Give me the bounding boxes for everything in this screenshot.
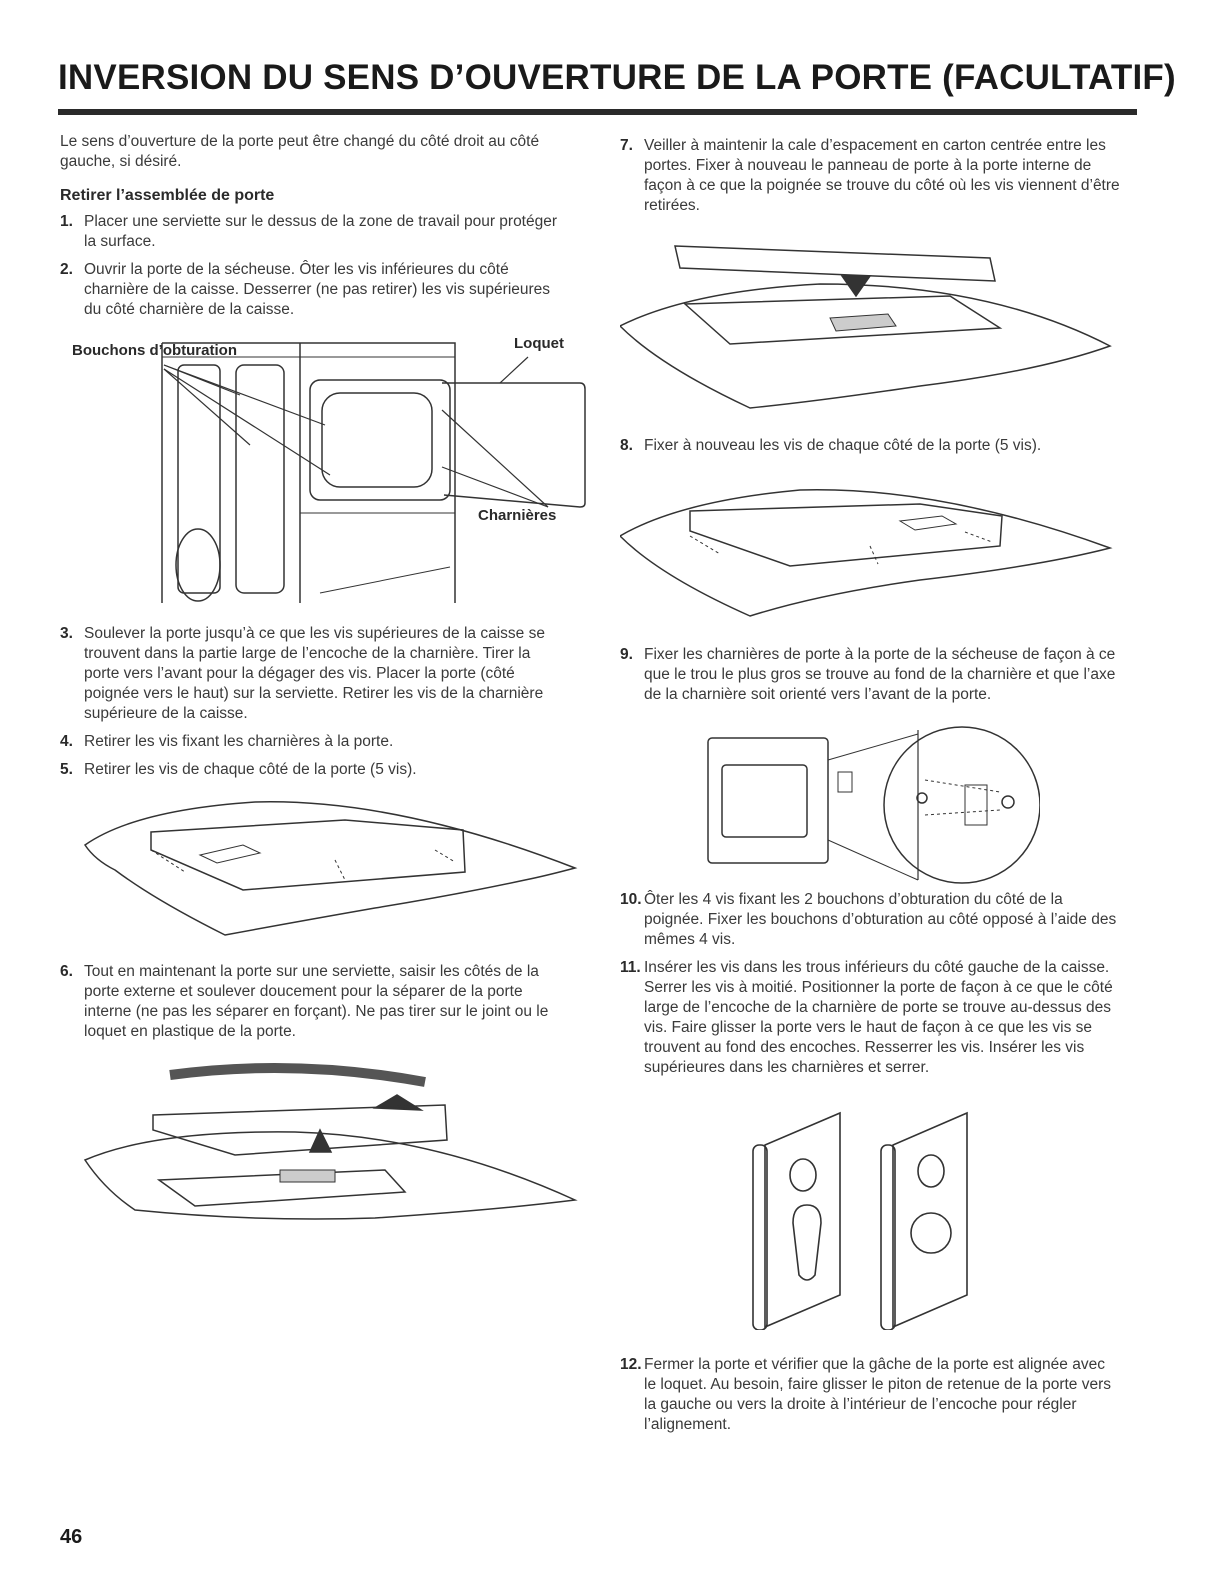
title-rule bbox=[58, 109, 1137, 115]
step-5: 5. Retirer les vis de chaque côté de la p… bbox=[60, 760, 560, 780]
reattach-panel-illustration bbox=[620, 245, 1112, 409]
step-text: Fixer à nouveau les vis de chaque côté d… bbox=[644, 437, 1042, 454]
intro-text: Le sens d’ouverture de la porte peut êtr… bbox=[60, 133, 540, 170]
step-number: 11. bbox=[620, 959, 641, 976]
latch-label: Loquet bbox=[514, 335, 564, 352]
step-1: 1. Placer une serviette sur le dessus de … bbox=[60, 212, 560, 252]
right-column-step8: 8. Fixer à nouveau les vis de chaque côté… bbox=[620, 436, 1120, 464]
step-6: 6. Tout en maintenant la porte sur une se… bbox=[60, 962, 560, 1042]
door-on-towel-illustration bbox=[83, 801, 578, 936]
screws-reattached-figure bbox=[620, 476, 1120, 636]
left-column-bottom: 6. Tout en maintenant la porte sur une se… bbox=[60, 962, 560, 1050]
door-separation-illustration bbox=[83, 1062, 578, 1220]
step-number: 7. bbox=[620, 137, 633, 154]
step-9: 9. Fixer les charnières de porte à la por… bbox=[620, 645, 1120, 705]
step-number: 10. bbox=[620, 891, 642, 908]
step-number: 4. bbox=[60, 733, 73, 750]
step-text: Tout en maintenant la porte sur une serv… bbox=[84, 963, 549, 1040]
door-on-towel-figure bbox=[75, 790, 580, 955]
step-number: 9. bbox=[620, 646, 633, 663]
page-title: INVERSION DU SENS D’OUVERTURE DE LA PORT… bbox=[58, 58, 1176, 97]
left-column-middle: 3. Soulever la porte jusqu’à ce que les v… bbox=[60, 624, 560, 788]
step-text: Fixer les charnières de porte à la porte… bbox=[644, 646, 1116, 703]
step-2: 2. Ouvrir la porte de la sécheuse. Ôter l… bbox=[60, 260, 560, 320]
step-text: Ouvrir la porte de la sécheuse. Ôter les… bbox=[84, 261, 551, 318]
step-text: Retirer les vis de chaque côté de la por… bbox=[84, 761, 417, 778]
door-separation-figure bbox=[75, 1060, 580, 1225]
step-number: 2. bbox=[60, 261, 73, 278]
step-4: 4. Retirer les vis fixant les charnières … bbox=[60, 732, 560, 752]
right-column-middle: 10.Ôter les 4 vis fixant les 2 bouchons … bbox=[620, 890, 1120, 1086]
step-number: 6. bbox=[60, 963, 73, 980]
section-subheading: Retirer l’assemblée de porte bbox=[60, 187, 275, 204]
dryer-door-figure: Bouchons d’obturation Loquet Charnières bbox=[60, 335, 590, 610]
hinges-closeup-illustration bbox=[752, 1111, 968, 1330]
right-column-step9: 9. Fixer les charnières de porte à la por… bbox=[620, 645, 1120, 713]
screws-reattached-illustration bbox=[620, 489, 1113, 617]
dryer-illustration bbox=[161, 342, 586, 603]
step-number: 12. bbox=[620, 1356, 642, 1373]
step-text: Placer une serviette sur le dessus de la… bbox=[84, 213, 558, 250]
step-text: Ôter les 4 vis fixant les 2 bouchons d’o… bbox=[644, 891, 1117, 948]
step-3: 3. Soulever la porte jusqu’à ce que les v… bbox=[60, 624, 560, 724]
step-8: 8. Fixer à nouveau les vis de chaque côté… bbox=[620, 436, 1120, 456]
step-number: 1. bbox=[60, 213, 73, 230]
step-number: 8. bbox=[620, 437, 633, 454]
step-12: 12.Fermer la porte et vérifier que la gâ… bbox=[620, 1355, 1120, 1435]
step-7: 7. Veiller à maintenir la cale d’espaceme… bbox=[620, 136, 1120, 216]
left-column-top: Le sens d’ouverture de la porte peut êtr… bbox=[60, 132, 560, 328]
step-10: 10.Ôter les 4 vis fixant les 2 bouchons … bbox=[620, 890, 1120, 950]
step-text: Fermer la porte et vérifier que la gâche… bbox=[644, 1356, 1112, 1433]
plugs-label: Bouchons d’obturation bbox=[72, 342, 237, 359]
hinges-label: Charnières bbox=[478, 507, 557, 524]
step-text: Soulever la porte jusqu’à ce que les vis… bbox=[84, 625, 545, 722]
step-number: 5. bbox=[60, 761, 73, 778]
hinges-closeup-figure bbox=[745, 1105, 995, 1330]
step-text: Retirer les vis fixant les charnières à … bbox=[84, 733, 394, 750]
right-column-top: 7. Veiller à maintenir la cale d’espaceme… bbox=[620, 136, 1120, 224]
hinge-detail-figure bbox=[700, 720, 1040, 890]
page-number: 46 bbox=[60, 1526, 83, 1548]
right-column-bottom: 12.Fermer la porte et vérifier que la gâ… bbox=[620, 1355, 1120, 1443]
step-number: 3. bbox=[60, 625, 73, 642]
step-11: 11.Insérer les vis dans les trous inféri… bbox=[620, 958, 1120, 1078]
reattach-panel-figure bbox=[620, 236, 1120, 416]
hinge-detail-illustration bbox=[707, 726, 1040, 884]
step-text: Insérer les vis dans les trous inférieur… bbox=[644, 959, 1113, 1076]
step-text: Veiller à maintenir la cale d’espacement… bbox=[644, 137, 1120, 214]
